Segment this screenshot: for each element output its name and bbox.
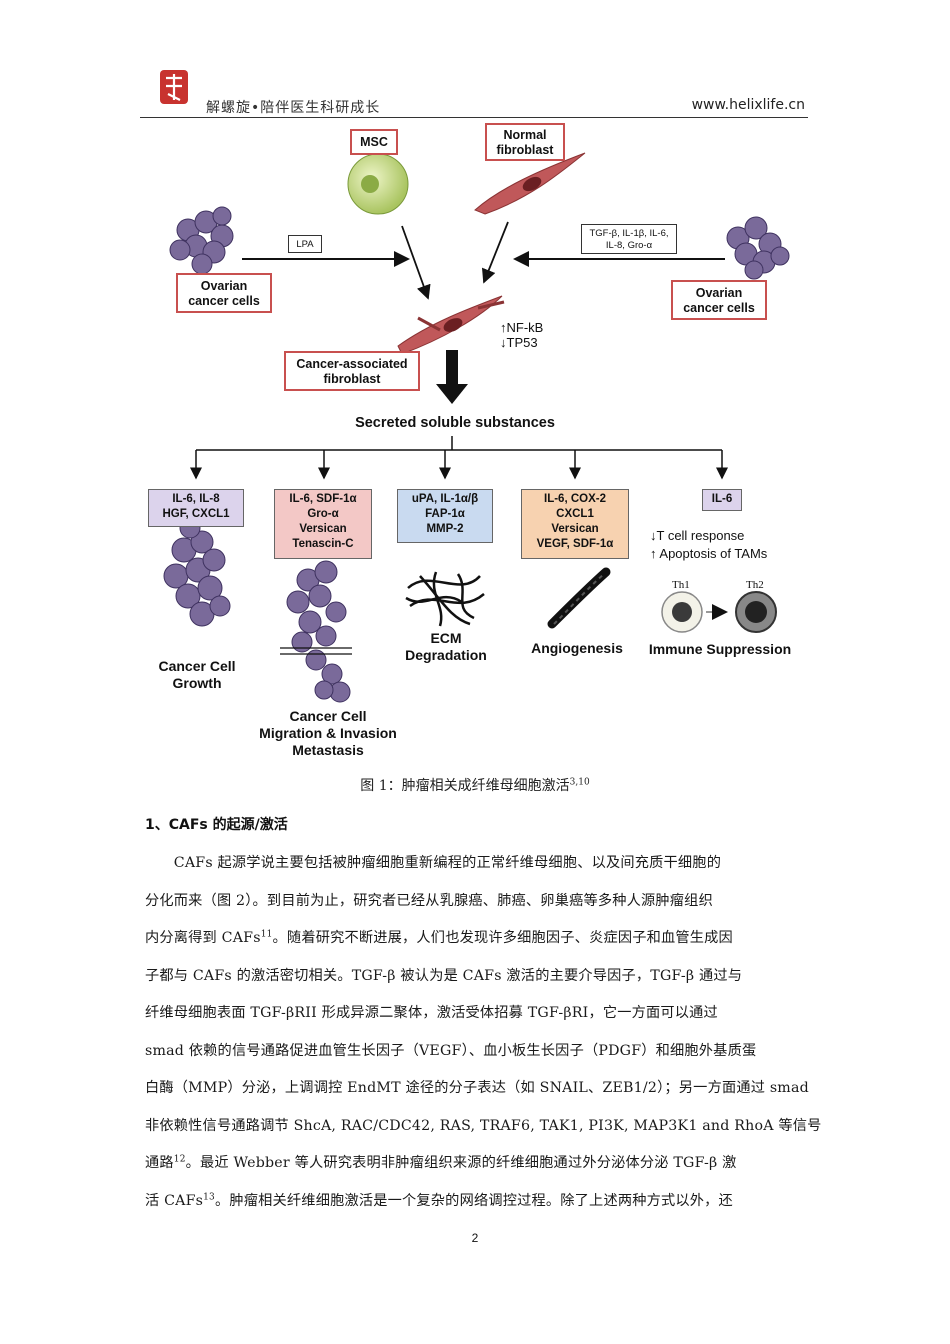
tp53-label: ↓TP53 [500, 335, 538, 350]
outcome-immune: Immune Suppression [648, 641, 792, 657]
th2-cell [735, 591, 777, 633]
normal-fibroblast-label-box: Normal fibroblast [485, 123, 565, 161]
ovarian-cluster-right [726, 216, 790, 280]
factor-box-immune: IL-6 [702, 489, 742, 511]
factor-box-growth: IL-6, IL-8 HGF, CXCL1 [148, 489, 244, 527]
ovarian-cluster-left [169, 206, 234, 275]
para-line: 子都与 CAFs 的激活密切相关。TGF-β 被认为是 CAFs 激活的主要介导… [145, 967, 743, 984]
immune-effect-2: ↑ Apoptosis of TAMs [650, 546, 768, 561]
para-line: smad 依赖的信号通路促进血管生长因子（VEGF）、血小板生长因子（PDGF）… [145, 1042, 757, 1059]
th1-cell [661, 591, 703, 633]
header-slogan: 解螺旋•陪伴医生科研成长 [206, 100, 381, 116]
factor-box-ecm: uPA, IL-1α/β FAP-1α MMP-2 [397, 489, 493, 543]
outcome-angiogenesis: Angiogenesis [531, 640, 623, 656]
factor-box-angiogenesis: IL-6, COX-2 CXCL1 Versican VEGF, SDF-1α [521, 489, 629, 559]
caf-cell [397, 295, 505, 355]
figure-caption: 图 1：肿瘤相关成纤维母细胞激活3,10 [0, 775, 950, 795]
section-title: 1、CAFs 的起源/激活 [145, 817, 288, 833]
th1-label: Th1 [672, 579, 690, 591]
header-url[interactable]: www.helixlife.cn [691, 97, 805, 113]
para-line: CAFs 起源学说主要包括被肿瘤细胞重新编程的正常纤维母细胞、以及间充质干细胞的 [145, 855, 722, 871]
immune-effect-1: ↓T cell response [650, 528, 745, 543]
header-rule [140, 117, 808, 118]
helixlife-logo [156, 66, 192, 110]
lpa-label: LPA [288, 235, 322, 253]
caption-refs: 3,10 [569, 777, 590, 788]
migration-cell-cluster [286, 560, 351, 703]
para-line: 非依赖性信号通路调节 ShcA, RAC/CDC42, RAS, TRAF6, … [145, 1117, 822, 1134]
ecm-fibers [405, 571, 485, 627]
nfkb-label: ↑NF-kB [500, 320, 544, 335]
para-line: 内分离得到 CAFs11。随着研究不断进展，人们也发现许多细胞因子、炎症因子和血… [145, 929, 733, 946]
caf-activation-figure: MSC Normal fibroblast Ovarian cancer cel… [140, 118, 810, 768]
msc-cell [347, 153, 409, 215]
growth-cell-cluster [163, 517, 231, 627]
figure-graphics [163, 152, 790, 703]
factor-box-migration: IL-6, SDF-1α Gro-α Versican Tenascin-C [274, 489, 372, 559]
ovarian-right-label-box: Ovarian cancer cells [671, 280, 767, 320]
para-line: 分化而来（图 2）。到目前为止，研究者已经从乳腺癌、肺癌、卵巢癌等多种人源肿瘤组… [145, 892, 713, 909]
normal-fibroblast-cell [474, 152, 586, 215]
angiogenesis-vessels [547, 567, 611, 629]
outcome-growth: Cancer Cell Growth [158, 658, 236, 691]
para-line: 白酶（MMP）分泌，上调调控 EndMT 途径的分子表达（如 SNAIL、ZEB… [145, 1080, 809, 1096]
msc-label-box: MSC [350, 129, 398, 155]
body-paragraph: CAFs 起源学说主要包括被肿瘤细胞重新编程的正常纤维母细胞、以及间充质干细胞的… [145, 845, 822, 1220]
para-line: 活 CAFs13。肿瘤相关纤维细胞激活是一个复杂的网络调控过程。除了上述两种方式… [145, 1191, 733, 1209]
page-number: 2 [471, 1231, 479, 1245]
ovarian-left-label-box: Ovarian cancer cells [176, 273, 272, 313]
secreted-substances-label: Secreted soluble substances [355, 415, 555, 431]
para-line: 纤维母细胞表面 TGF-βRII 形成异源二聚体，激活受体招募 TGF-βRI，… [145, 1005, 718, 1021]
secreted-factors-label: TGF-β, IL-1β, IL-6, IL-8, Gro-α [581, 224, 677, 254]
th2-label: Th2 [746, 579, 764, 591]
outcome-ecm: ECM Degradation [405, 630, 487, 663]
caf-label-box: Cancer-associated fibroblast [284, 351, 420, 391]
caption-text: 图 1：肿瘤相关成纤维母细胞激活 [360, 778, 570, 794]
para-line: 通路12。最近 Webber 等人研究表明非肿瘤组织来源的纤维细胞通过外分泌体分… [145, 1154, 737, 1171]
outcome-migration: Cancer Cell Migration & Invasion Metasta… [259, 708, 397, 758]
